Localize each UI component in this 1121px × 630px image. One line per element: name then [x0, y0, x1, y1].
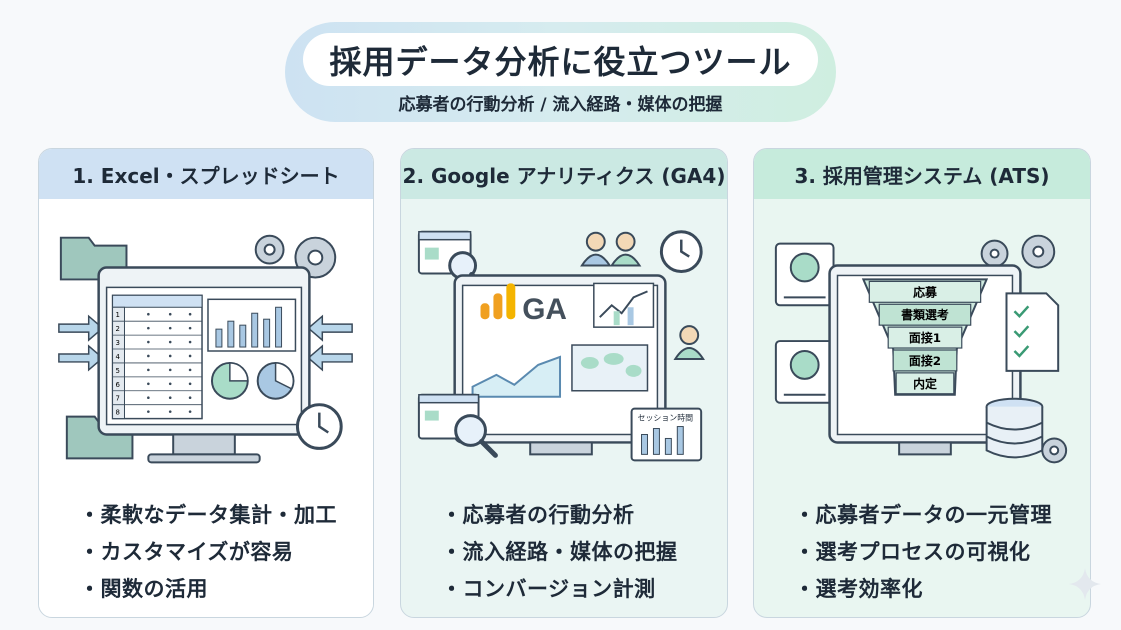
user-icon	[673, 325, 705, 360]
sheet-row-number: 7	[116, 395, 120, 403]
gear-icon	[254, 234, 285, 265]
area-chart-icon	[471, 355, 562, 398]
spreadsheet-grid: 1 2 3 4 5 6 7 8	[111, 294, 203, 420]
page-subtitle: 応募者の行動分析 / 流入経路・媒体の把握	[398, 95, 723, 115]
magnifier-icon	[454, 414, 498, 458]
sheet-cell-dot	[168, 312, 172, 316]
clock-icon	[659, 230, 703, 273]
page-title: 採用データ分析に役立つツール	[303, 33, 818, 86]
sheet-cell-dot	[188, 368, 192, 372]
profile-card-icon	[774, 242, 835, 307]
funnel-stage-label: 面接1	[909, 331, 941, 345]
card-google-analytics: 2. Google アナリティクス (GA4)	[400, 148, 728, 618]
list-item: カスタマイズが容易	[79, 534, 373, 571]
sheet-cell-dot	[168, 382, 172, 386]
line-chart-icon	[593, 282, 655, 328]
feature-list: 応募者データの一元管理 選考プロセスの可視化 選考効率化	[754, 497, 1090, 608]
list-item: 柔軟なデータ集計・加工	[79, 497, 373, 534]
gear-icon	[980, 239, 1009, 268]
user-group-icon	[580, 231, 642, 267]
checklist-document-icon	[1005, 292, 1060, 372]
excel-illustration: 1 2 3 4 5 6 7 8	[39, 199, 373, 504]
session-time-label: セッション時間	[638, 414, 694, 423]
funnel-stage-label: 内定	[913, 377, 937, 391]
sheet-cell-dot	[188, 396, 192, 400]
sheet-cell-dot	[147, 326, 150, 330]
funnel-stage-label: 応募	[913, 285, 938, 299]
sheet-row-number: 8	[116, 409, 120, 417]
sheet-cell-dot	[168, 410, 172, 413]
funnel-stage	[887, 326, 963, 349]
list-item: 関数の活用	[79, 571, 373, 608]
card-ats: 3. 採用管理システム (ATS)	[753, 148, 1091, 618]
funnel-stage	[895, 372, 955, 395]
gear-icon	[1041, 437, 1068, 464]
sheet-row-number: 2	[116, 325, 120, 333]
sheet-row-number: 4	[116, 353, 121, 361]
funnel-stage-label: 書類選考	[901, 308, 949, 322]
profile-card-icon	[774, 340, 835, 404]
sheet-cell-dot	[188, 410, 192, 413]
clock-icon	[295, 403, 343, 450]
sheet-cell-dot	[147, 312, 150, 316]
sheet-row-number: 6	[116, 381, 120, 389]
sheet-cell-dot	[147, 410, 150, 413]
feature-list: 柔軟なデータ集計・加工 カスタマイズが容易 関数の活用	[39, 497, 373, 608]
sparkle-icon	[1069, 568, 1101, 600]
sheet-cell-dot	[188, 326, 192, 330]
card-excel: 1. Excel・スプレッドシート	[38, 148, 374, 618]
arrow-right-icon	[58, 344, 104, 372]
arrow-left-icon	[307, 344, 353, 372]
sheet-cell-dot	[147, 368, 150, 372]
funnel-stage	[892, 349, 958, 372]
sheet-cell-dot	[188, 382, 192, 386]
sheet-cell-dot	[168, 354, 172, 358]
google-analytics-logo: GA	[480, 283, 567, 326]
ga-illustration: GA	[417, 230, 705, 462]
sheet-cell-dot	[188, 312, 192, 316]
sheet-cell-dot	[168, 368, 172, 372]
sheet-row-number: 3	[116, 339, 120, 347]
card-heading: 3. 採用管理システム (ATS)	[754, 149, 1090, 199]
bar-chart-icon	[207, 298, 297, 352]
funnel-stage	[878, 303, 972, 326]
sheet-cell-dot	[147, 354, 150, 358]
pie-chart-icon	[256, 361, 295, 400]
sheet-cell-dot	[147, 382, 150, 386]
gear-icon	[1021, 234, 1056, 269]
list-item: 選考プロセスの可視化	[794, 534, 1090, 571]
database-icon	[985, 397, 1044, 459]
funnel-stage-label: 面接2	[909, 354, 941, 368]
pie-chart-icon	[210, 361, 249, 400]
feature-list: 応募者の行動分析 流入経路・媒体の把握 コンバージョン計測	[401, 497, 727, 608]
sheet-cell-dot	[188, 354, 192, 358]
list-item: 応募者の行動分析	[441, 497, 727, 534]
sheet-row-number: 5	[116, 367, 120, 375]
list-item: 応募者データの一元管理	[794, 497, 1090, 534]
ga-logo-text: GA	[522, 293, 567, 326]
arrow-left-icon	[307, 314, 353, 342]
world-map-icon	[571, 344, 649, 392]
sheet-cell-dot	[147, 396, 150, 400]
sheet-row-number: 1	[116, 311, 120, 319]
arrow-right-icon	[58, 314, 104, 342]
sheet-cell-dot	[188, 340, 192, 344]
session-time-widget: セッション時間	[630, 407, 703, 462]
sheet-cell-dot	[147, 340, 150, 344]
list-item: コンバージョン計測	[441, 571, 727, 608]
funnel-stage	[868, 280, 982, 303]
sheet-cell-dot	[168, 340, 172, 344]
list-item: 流入経路・媒体の把握	[441, 534, 727, 571]
list-item: 選考効率化	[794, 571, 1090, 608]
sheet-cell-dot	[168, 396, 172, 400]
card-heading: 1. Excel・スプレッドシート	[39, 149, 373, 199]
card-heading: 2. Google アナリティクス (GA4)	[401, 149, 727, 199]
sheet-cell-dot	[168, 326, 172, 330]
